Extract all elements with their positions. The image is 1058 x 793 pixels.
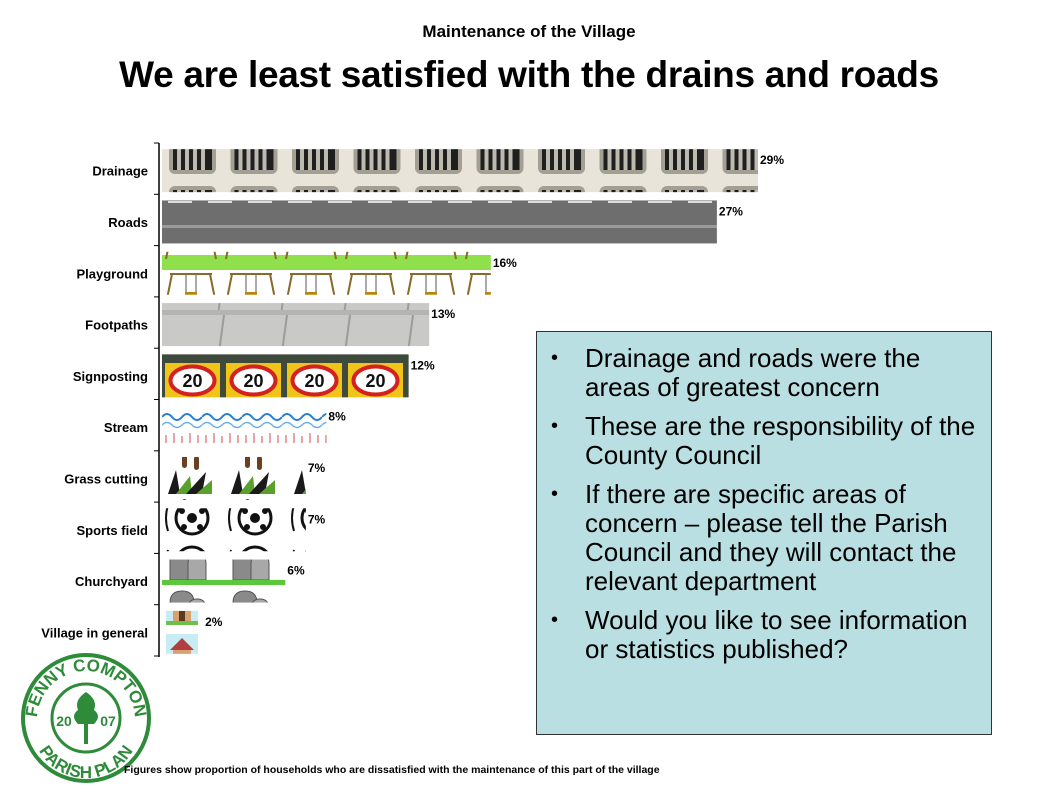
bar-roads	[162, 200, 717, 244]
bullet-marker: •	[551, 483, 559, 505]
parish-plan-logo: FENNY COMPTON PARISH PLAN 20 07	[21, 653, 151, 783]
bullet-marker: •	[551, 415, 559, 437]
category-label: Signposting	[73, 369, 148, 384]
category-label: Village in general	[41, 625, 148, 640]
info-bullet-item: • Drainage and roads were the areas of gr…	[551, 344, 981, 402]
value-label: 13%	[431, 307, 455, 321]
category-label: Drainage	[92, 164, 148, 179]
bar-stream	[162, 405, 327, 449]
logo-tree-icon	[74, 692, 98, 744]
chart-value-labels: 29% 27% 16% 13% 12% 8% 7% 7% 6% 2%	[205, 153, 784, 629]
category-label: Grass cutting	[64, 471, 148, 486]
bar-signposting	[162, 354, 409, 398]
value-label: 12%	[411, 358, 435, 372]
value-label: 8%	[328, 410, 346, 424]
bar-footpaths	[162, 303, 430, 347]
chart-bars	[162, 149, 758, 654]
info-bullet-item: • Would you like to see information or st…	[551, 606, 981, 664]
info-bullet-text: These are the responsibility of the Coun…	[585, 411, 976, 470]
chart-category-labels: DrainageRoadsPlaygroundFootpathsSignpost…	[41, 164, 148, 641]
bar-churchyard	[162, 559, 286, 603]
category-label: Roads	[108, 215, 148, 230]
info-bullet-text: Would you like to see information or sta…	[585, 605, 968, 664]
bullet-marker: •	[551, 609, 559, 631]
value-label: 29%	[760, 153, 784, 167]
slide-subtitle: Maintenance of the Village	[422, 22, 636, 41]
value-label: 2%	[205, 615, 223, 629]
info-bullet-list: • Drainage and roads were the areas of gr…	[551, 344, 981, 664]
info-bullet-item: • These are the responsibility of the Cou…	[551, 412, 981, 470]
bar-drainage	[162, 149, 758, 193]
bullet-marker: •	[551, 347, 559, 369]
chart-footnote: Figures show proportion of households wh…	[124, 764, 660, 776]
info-bullet-item: • If there are specific areas of concern …	[551, 480, 981, 596]
chart-axis-ticks	[154, 142, 159, 657]
category-label: Playground	[76, 266, 148, 281]
bar-village-in-general	[162, 610, 204, 654]
value-label: 7%	[308, 512, 326, 526]
bar-sports-field	[162, 508, 306, 552]
bar-playground	[162, 251, 491, 295]
category-label: Churchyard	[75, 574, 148, 589]
value-label: 7%	[308, 461, 326, 475]
value-label: 6%	[287, 564, 305, 578]
info-panel: • Drainage and roads were the areas of gr…	[536, 331, 992, 735]
category-label: Footpaths	[85, 318, 148, 333]
info-bullet-text: Drainage and roads were the areas of gre…	[585, 343, 921, 402]
info-bullet-text: If there are specific areas of concern –…	[585, 479, 957, 596]
logo-year-left: 20	[56, 713, 72, 729]
value-label: 27%	[719, 204, 743, 218]
bar-grass-cutting	[162, 456, 306, 500]
logo-year-right: 07	[100, 713, 116, 729]
category-label: Stream	[104, 420, 148, 435]
category-label: Sports field	[76, 523, 148, 538]
slide-title: We are least satisfied with the drains a…	[119, 54, 939, 95]
value-label: 16%	[493, 256, 517, 270]
